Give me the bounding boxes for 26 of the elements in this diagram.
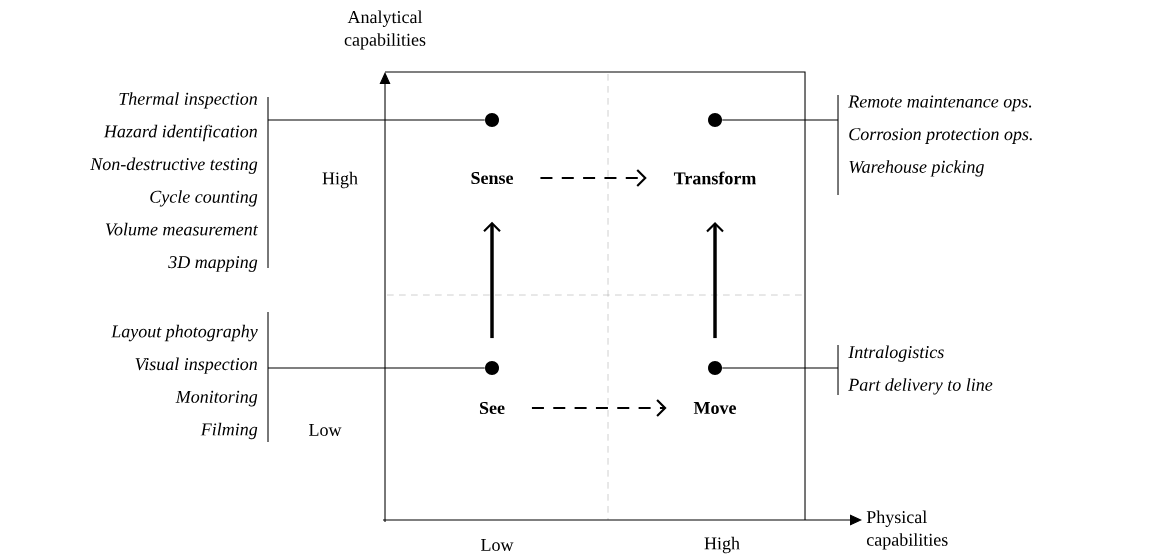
quadrant-label: Sense <box>471 171 514 185</box>
dot <box>485 361 499 375</box>
leader-line <box>267 367 486 369</box>
axis-label: Analytical capabilities <box>344 10 426 50</box>
dot <box>708 113 722 127</box>
axis-label: High <box>704 536 740 554</box>
arrow <box>706 222 724 339</box>
quadrant-label: See <box>480 401 505 415</box>
arrow <box>483 221 501 339</box>
item-list: Layout photography Visual inspection Monitoring Filming <box>111 324 258 440</box>
axis-label: Low <box>309 424 342 436</box>
arrow <box>531 399 667 417</box>
axis-label: Low <box>481 539 514 551</box>
quadrant-label: Transform <box>673 171 757 185</box>
leader-line <box>267 119 486 121</box>
leader-line <box>721 119 839 121</box>
item-list: Thermal inspection Hazard identification Non-destructive testing Cycle counting Volume measurement 3D mapping <box>90 92 259 272</box>
axis-label: High <box>322 171 358 189</box>
axis-label: Physical capabilities <box>866 510 948 550</box>
dot <box>708 361 722 375</box>
dot <box>485 113 499 127</box>
item-list: Remote maintenance ops. Corrosion protection ops. Warehouse picking <box>848 95 1032 177</box>
leader-line <box>721 367 839 369</box>
quadrant-label: Move <box>693 402 737 414</box>
item-list: Intralogistics Part delivery to line <box>848 345 993 395</box>
arrow <box>540 169 647 187</box>
